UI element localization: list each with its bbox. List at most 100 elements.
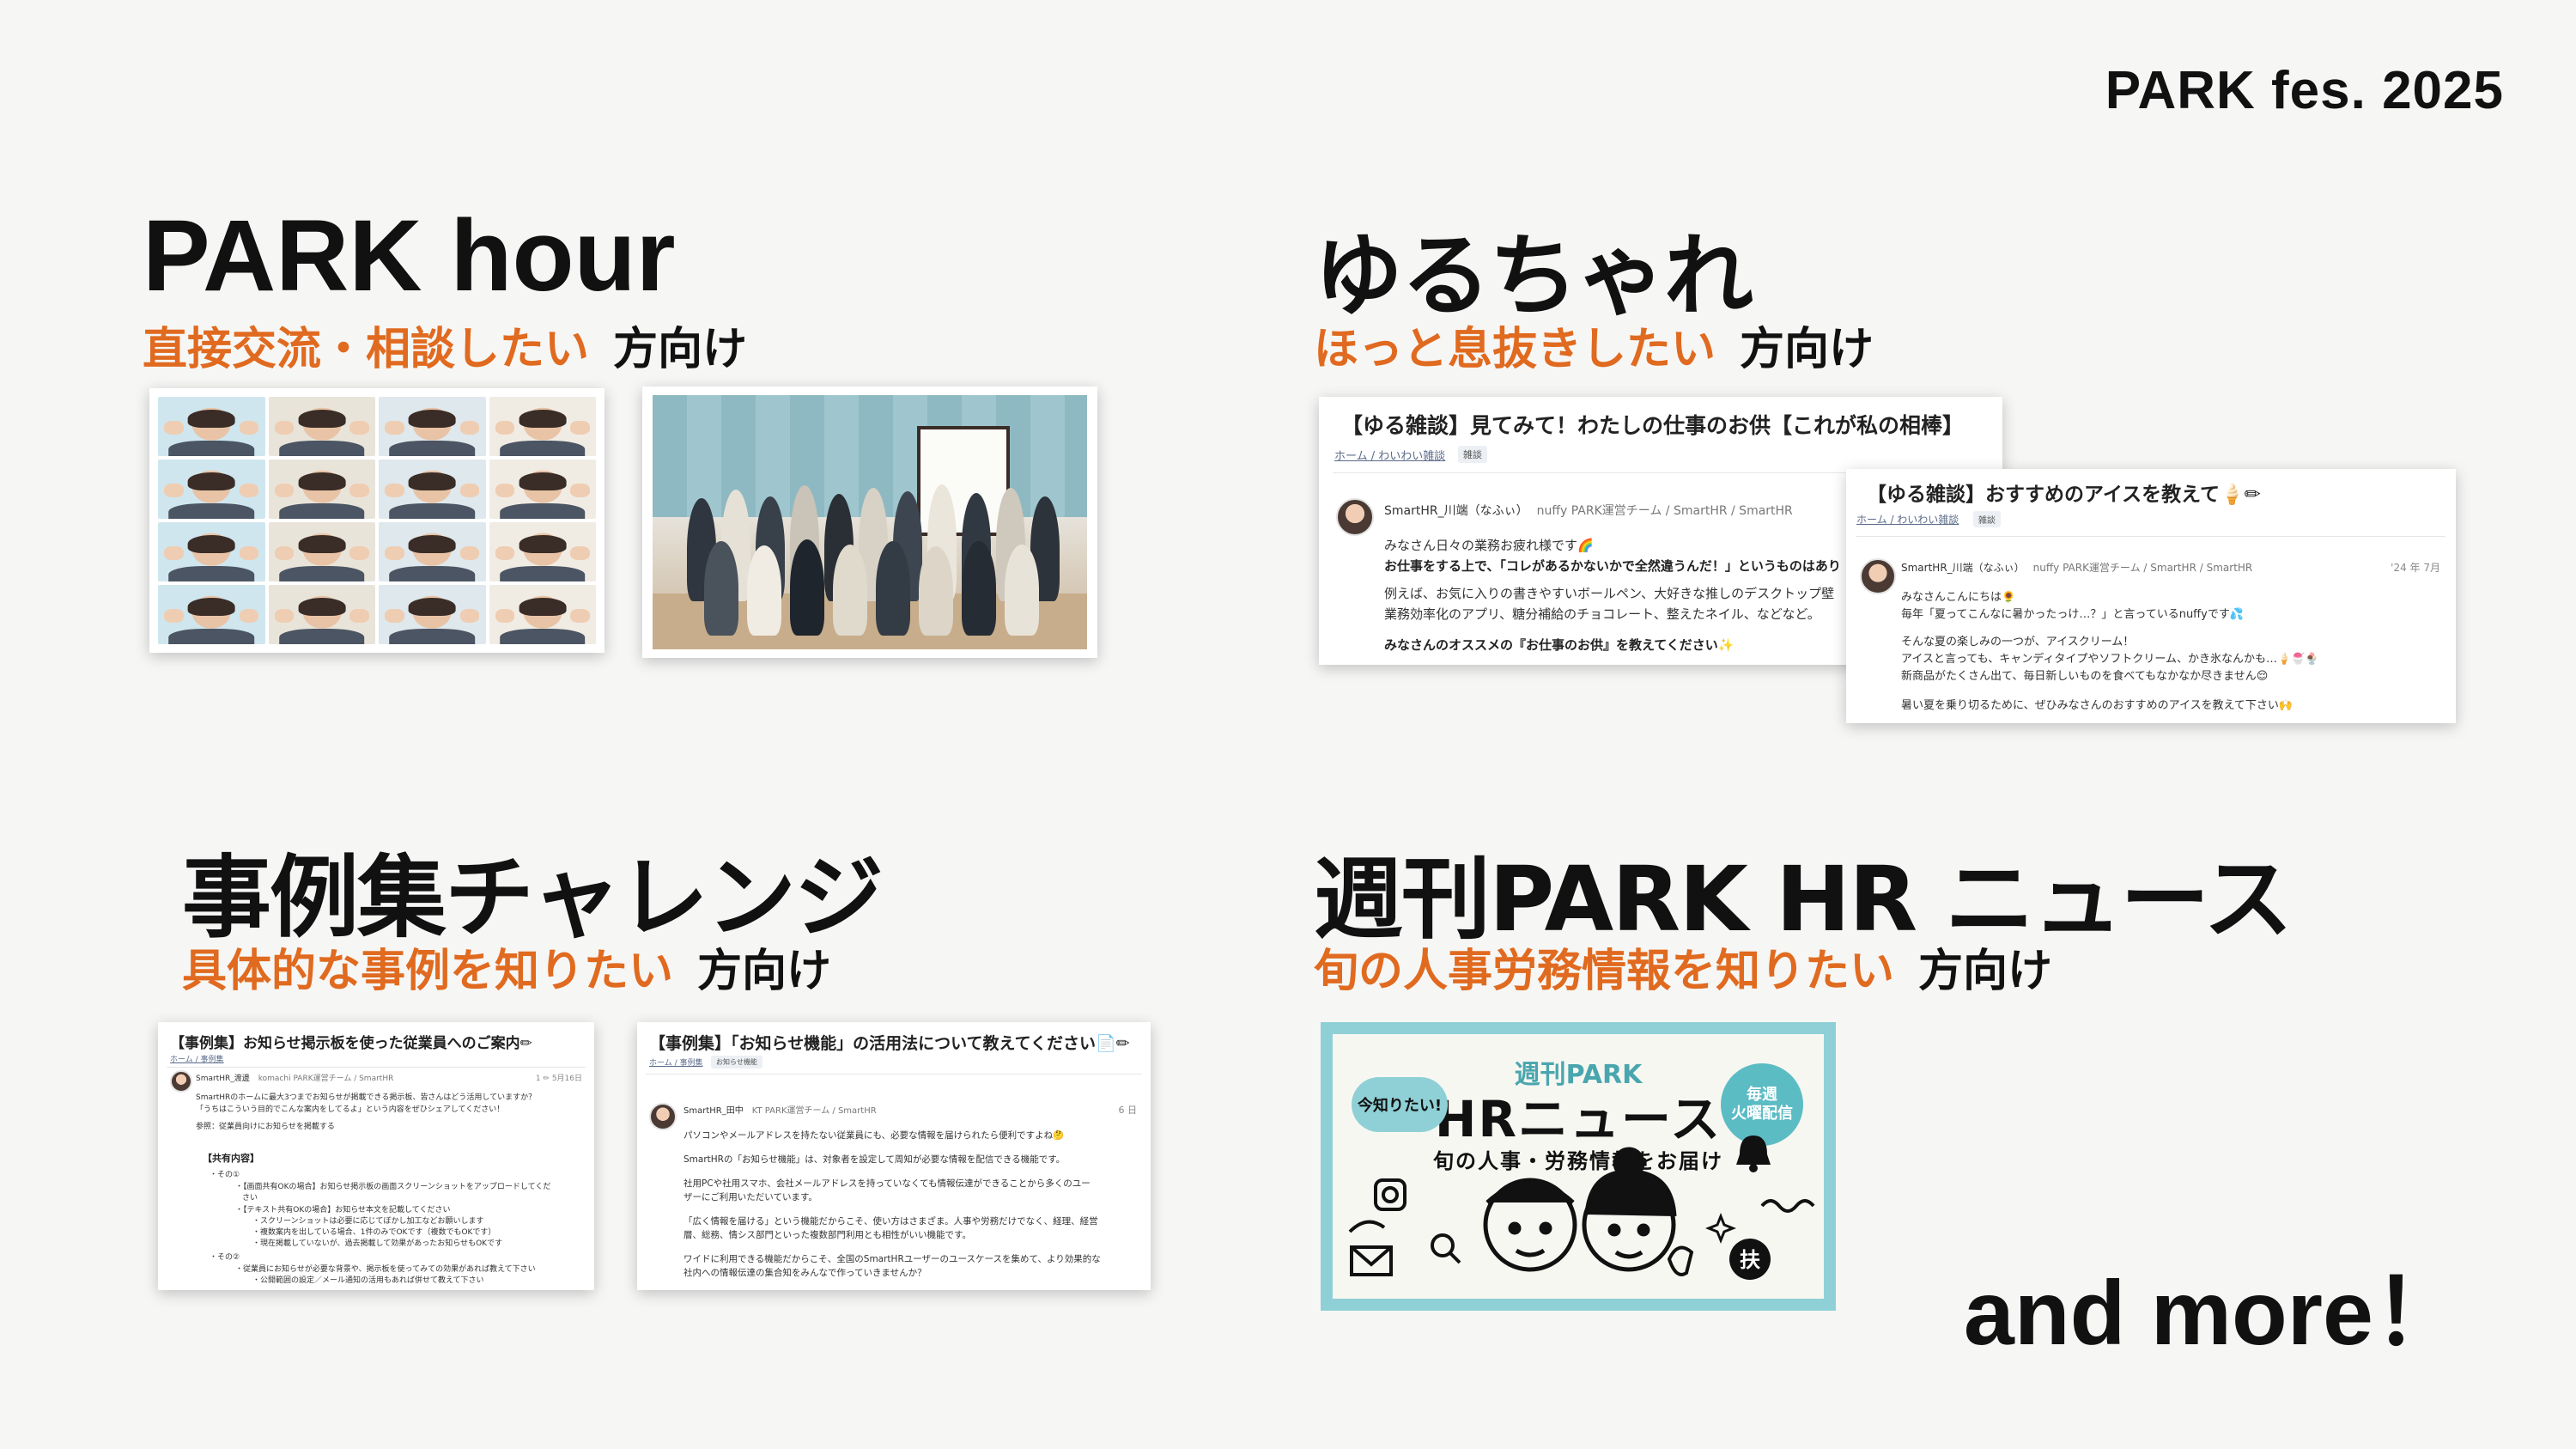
section-title-yuru-challenge: ゆるちゃれ [1314, 223, 1753, 328]
subtitle-highlight: 具体的な事例を知りたい [182, 946, 674, 997]
case-post-card-2: 【事例集】「お知らせ機能」の活用法について教えてください📄✏ ホーム / 事例集… [637, 1022, 1151, 1290]
post-body-line: 新商品がたくさん出て、毎日新しいものを食べてもなかなか尽きません😌 [1901, 670, 2269, 683]
post-body-line: ワイドに利用できる機能だからこそ、全国のSmartHRユーザーのユースケースを集… [683, 1254, 1101, 1264]
avatar [1860, 558, 1896, 594]
post-title: 【事例集】「お知らせ機能」の活用法について教えてください📄✏ [649, 1034, 1130, 1053]
yuru-post-card-2: 【ゆる雑談】おすすめのアイスを教えて🍦✏ ホーム / わいわい雑談 雑談 Sma… [1846, 469, 2456, 723]
section-subtitle-park-hour: 直接交流・相談したい方向け [143, 313, 747, 377]
breadcrumb[interactable]: ホーム / 事例集 [649, 1059, 703, 1068]
envelope-icon [1350, 1245, 1393, 1276]
participant-tile [489, 460, 596, 519]
scribble-icon [1760, 1199, 1815, 1213]
post-body-line: 社用PCや社用スマホ、会社メールアドレスを持っていなくても情報伝達ができることか… [683, 1178, 1091, 1189]
post-body-line: パソコンやメールアドレスを持たない従業員にも、必要な情報を届けられたら便利ですよ… [683, 1130, 1065, 1141]
post-body-line: ・スクリーンショットは必要に応じてぼかし加工などお願いします [252, 1217, 484, 1226]
avatar [1336, 498, 1374, 536]
post-body-line: さい [242, 1194, 258, 1202]
post-body-line: ・【画面共有OKの場合】お知らせ掲示板の画面スクリーンショットをアップロードして… [235, 1183, 551, 1191]
category-tag[interactable]: 雑談 [1458, 446, 1487, 463]
brand-logo: PARK fes. 2025 [2105, 61, 2504, 120]
post-body-line: ・【テキスト共有OKの場合】お知らせ本文を記載してください [235, 1206, 451, 1215]
subtitle-tail: 方向け [697, 946, 832, 997]
participant-tile [158, 585, 265, 644]
participant-tile [158, 522, 265, 581]
post-body-line: みなさんこんにちは🌻 [1901, 591, 2016, 604]
doodle-icon [1348, 1178, 1406, 1233]
post-body-line: SmartHRのホームに最大3つまでお知らせが掲載できる掲示板、皆さんはどう活用… [196, 1093, 537, 1102]
subtitle-highlight: ほっと息抜きしたい [1314, 324, 1716, 375]
participant-tile [379, 397, 486, 456]
participant-tile [379, 585, 486, 644]
section-title-park-hour: PARK hour [143, 199, 676, 313]
post-body-line: お仕事をする上で、「コレがあるかないかで全然違うんだ！」というものはあり [1384, 558, 1841, 574]
post-body-line: 参照：従業員向けにお知らせを掲載する [196, 1123, 335, 1131]
newsletter-pretitle: 週刊PARK [1514, 1060, 1643, 1090]
newsletter-illustration: 扶 [1348, 1135, 1815, 1280]
post-body-line: ザーにご利用いただいています。 [683, 1192, 817, 1202]
participant-tile [489, 522, 596, 581]
post-body-line: ・その① [210, 1171, 240, 1179]
post-author: SmartHR_川端（なふぃ）nuffy PARK運営チーム / SmartHR… [1384, 504, 1793, 518]
sparkle-icon [1704, 1212, 1737, 1245]
stamp-text: 扶 [1740, 1248, 1760, 1272]
video-participant-grid [158, 397, 596, 644]
category-tag[interactable]: お知らせ機能 [711, 1056, 762, 1068]
post-title: 【ゆる雑談】見てみて！わたしの仕事のお供【これが私の相棒】 [1341, 413, 1965, 438]
post-body-line: 暑い夏を乗り切るために、ぜひみなさんのおすすめのアイスを教えて下さい🙌 [1901, 699, 2293, 712]
section-subtitle-case-study: 具体的な事例を知りたい方向け [182, 935, 831, 999]
category-tag[interactable]: 雑談 [1973, 511, 2001, 527]
breadcrumb[interactable]: ホーム / 事例集 [170, 1056, 224, 1064]
newsletter-subtitle: 旬の人事・労務情報をお届け [1433, 1149, 1723, 1173]
participant-tile [379, 460, 486, 519]
post-body-line: 例えば、お気に入りの書きやすいボールペン、大好きな推しのデスクトップ壁 [1384, 586, 1835, 601]
post-date: 1 ✏ 5月16日 [535, 1075, 582, 1083]
post-body-line: みなさん日々の業務お疲れ様です🌈 [1384, 538, 1594, 553]
stamp-circle [1729, 1239, 1771, 1280]
search-icon [1431, 1233, 1461, 1264]
and-more-label: and more！ [1963, 1263, 2464, 1364]
hr-news-banner: 週刊PARK HRニュース 旬の人事・労務情報をお届け 今知りたい! 毎週 火曜… [1321, 1022, 1836, 1311]
post-title: 【事例集】お知らせ掲示板を使った従業員へのご案内✏ [170, 1035, 532, 1052]
post-body-line: みなさんのオススメの『お仕事のお供』を教えてください✨ [1384, 637, 1735, 653]
section-title-hr-news: 週刊PARK HR ニュース [1314, 847, 2293, 952]
post-body-line: 業務効率化のアプリ、糖分補給のチョコレート、整えたネイル、などなど。 [1384, 606, 1820, 622]
participant-tile [268, 522, 375, 581]
breadcrumb[interactable]: ホーム / わいわい雑談 [1334, 450, 1446, 463]
weekly-badge: 毎週 火曜配信 [1721, 1063, 1803, 1146]
speech-bubble: 今知りたい! [1352, 1077, 1448, 1132]
post-body-line: ・従業員にお知らせが必要な背景や、掲示板を使ってみての効果があれば教えて下さい [235, 1265, 536, 1274]
pointing-hand-icon [1667, 1245, 1694, 1276]
post-body-line: アイスと言っても、キャンディタイプやソフトクリーム、かき氷なんかも…🍦🍧🍨 [1901, 653, 2319, 666]
person-face-icon [1582, 1147, 1677, 1272]
post-body-line: 層、総務、情シス部門といった複数部門利用とも相性がいい機能です。 [683, 1230, 971, 1240]
post-body-line: 毎年「夏ってこんなに暑かったっけ…？」と言っているnuffyです💦 [1901, 608, 2245, 621]
avatar [649, 1103, 677, 1130]
post-date: '24 年 7月 [2391, 562, 2440, 574]
participant-tile [158, 460, 265, 519]
subtitle-tail: 方向け [613, 324, 748, 375]
case-post-card-1: 【事例集】お知らせ掲示板を使った従業員へのご案内✏ ホーム / 事例集 Smar… [158, 1022, 594, 1290]
post-body-line: ・その② [210, 1253, 240, 1262]
post-body-line: ・公開範囲の設定／メール通知の活用もあれば併せて教えて下さい [252, 1276, 484, 1285]
subtitle-highlight: 旬の人事労務情報を知りたい [1314, 946, 1895, 997]
newsletter-title: HRニュース [1434, 1090, 1722, 1148]
post-body-line: 「広く情報を届ける」という機能だからこそ、使い方はさまざま。人事や労務だけでなく… [683, 1216, 1098, 1227]
avatar [170, 1070, 192, 1093]
post-body-line: ・複数案内を出している場合、1件のみでOKです（複数でもOKです） [252, 1228, 496, 1237]
post-title: 【ゆる雑談】おすすめのアイスを教えて🍦✏ [1867, 484, 2261, 506]
post-body-line: 社内への情報伝達の集合知をみんなで作っていきませんか？ [683, 1268, 927, 1278]
person-face-icon [1483, 1178, 1577, 1272]
breadcrumb[interactable]: ホーム / わいわい雑談 [1856, 514, 1959, 526]
video-call-screenshot [149, 388, 605, 653]
post-author: SmartHR_川端（なふぃ）nuffy PARK運営チーム / SmartHR… [1901, 562, 2253, 574]
participant-tile [268, 460, 375, 519]
post-body-line: そんな夏の楽しみの一つが、アイスクリーム！ [1901, 636, 2135, 648]
participant-tile [158, 397, 265, 456]
section-title-case-study: 事例集チャレンジ [182, 845, 884, 950]
participant-tile [489, 585, 596, 644]
subtitle-tail: 方向け [1740, 324, 1874, 375]
participant-tile [379, 522, 486, 581]
participant-tile [489, 397, 596, 456]
participant-tile [268, 397, 375, 456]
